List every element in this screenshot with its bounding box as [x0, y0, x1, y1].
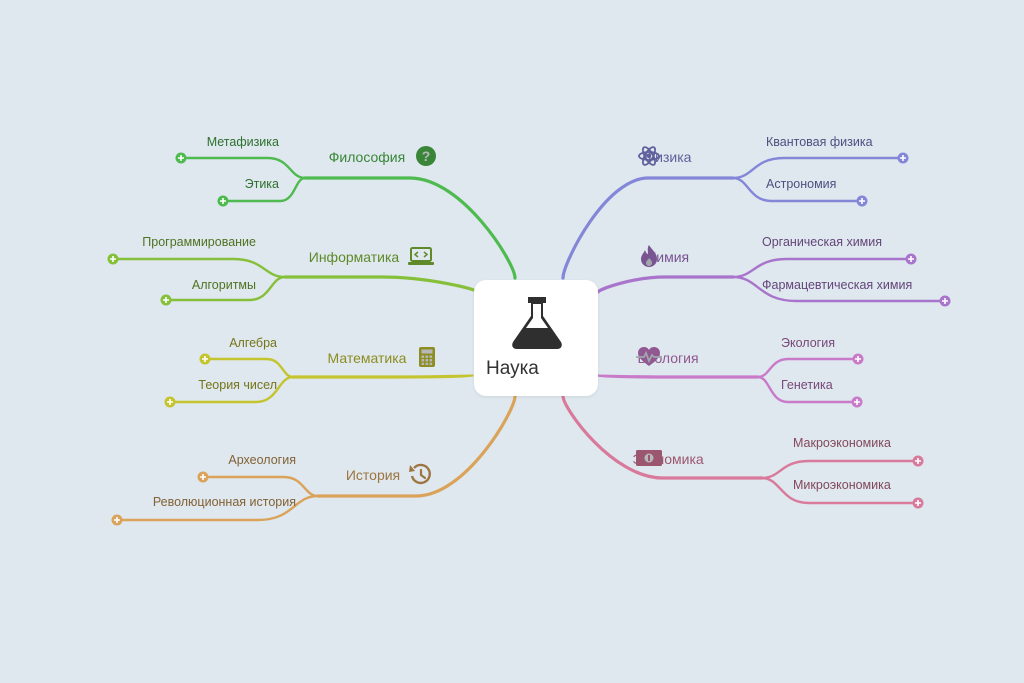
child-connector: [168, 375, 295, 404]
child-label: Органическая химия: [762, 235, 882, 249]
child-label: Фармацевтическая химия: [762, 278, 912, 292]
child-node[interactable]: Генетика: [781, 378, 833, 392]
child-label: Квантовая физика: [766, 135, 873, 149]
expand-plus-icon[interactable]: [912, 497, 924, 509]
child-node[interactable]: Квантовая физика: [766, 135, 873, 149]
child-node[interactable]: Алгебра: [229, 336, 277, 350]
branch-node-philosophy[interactable]: Философия?: [329, 146, 436, 166]
child-label: Программирование: [142, 235, 256, 249]
expand-plus-icon[interactable]: [897, 152, 909, 164]
expand-plus-icon[interactable]: [160, 294, 172, 306]
child-connector: [203, 357, 295, 379]
expand-plus-icon[interactable]: [199, 353, 211, 365]
child-node[interactable]: Астрономия: [766, 177, 836, 191]
heartbeat-icon: [636, 347, 662, 366]
branch-node-math[interactable]: Математика: [328, 347, 435, 367]
child-label: Метафизика: [207, 135, 279, 149]
child-label: Этика: [245, 177, 279, 191]
central-topic-label: Наука: [486, 358, 539, 379]
branch-node-biology[interactable]: Биология: [636, 347, 699, 366]
branch-node-physics[interactable]: Физика: [638, 145, 692, 166]
history-icon: [409, 463, 431, 485]
branch-node-chemistry[interactable]: Химия: [641, 245, 689, 267]
branch-node-economics[interactable]: Экономика: [632, 450, 704, 467]
child-connector: [731, 176, 864, 203]
child-connector: [111, 257, 287, 279]
child-label: Генетика: [781, 378, 833, 392]
branch-connector: [561, 394, 764, 480]
child-label: Алгоритмы: [192, 278, 256, 292]
child-connector: [179, 156, 307, 180]
branch-label-informatics: Информатика: [309, 249, 400, 265]
child-node[interactable]: Макроэкономика: [793, 436, 891, 450]
expand-plus-icon[interactable]: [197, 471, 209, 483]
branch-label-philosophy: Философия: [329, 149, 405, 165]
expand-plus-icon[interactable]: [856, 195, 868, 207]
branch-node-history[interactable]: История: [346, 463, 431, 485]
child-label: Теория чисел: [198, 378, 277, 392]
child-connector: [221, 176, 307, 203]
central-topic-node[interactable]: Наука: [474, 280, 598, 396]
branch-connector: [596, 374, 760, 379]
branch-label-chemistry: Химия: [647, 249, 689, 265]
child-node[interactable]: Алгоритмы: [192, 278, 256, 292]
child-node[interactable]: Микроэкономика: [793, 478, 891, 492]
flask-icon: [512, 297, 562, 349]
child-label: Астрономия: [766, 177, 836, 191]
expand-plus-icon[interactable]: [905, 253, 917, 265]
child-connector: [164, 275, 287, 302]
expand-plus-icon[interactable]: [939, 295, 951, 307]
child-connector: [731, 156, 905, 180]
child-node[interactable]: Этика: [245, 177, 279, 191]
child-node[interactable]: Органическая химия: [762, 235, 882, 249]
child-connector: [756, 357, 860, 379]
child-connector: [115, 494, 320, 522]
expand-plus-icon[interactable]: [164, 396, 176, 408]
laptop-code-icon: [408, 247, 434, 265]
child-connector: [731, 275, 947, 303]
expand-plus-icon[interactable]: [175, 152, 187, 164]
child-label: Алгебра: [229, 336, 277, 350]
branch-connector: [596, 275, 735, 294]
fire-icon: [641, 245, 657, 267]
branch-connector: [303, 176, 517, 280]
branch-connector: [291, 374, 474, 379]
expand-plus-icon[interactable]: [217, 195, 229, 207]
money-bill-icon: [636, 450, 662, 466]
expand-plus-icon[interactable]: [852, 353, 864, 365]
child-connector: [731, 257, 913, 279]
child-label: Экология: [781, 336, 835, 350]
child-label: Революционная история: [153, 495, 296, 509]
child-connector: [201, 475, 320, 498]
branch-connector: [283, 275, 480, 294]
expand-plus-icon[interactable]: [107, 253, 119, 265]
child-node[interactable]: Фармацевтическая химия: [762, 278, 912, 292]
child-connector: [760, 476, 920, 505]
child-node[interactable]: Археология: [228, 453, 296, 467]
branch-connector: [316, 394, 517, 498]
branch-connector: [561, 176, 735, 280]
calculator-icon: [419, 347, 435, 367]
branch-node-informatics[interactable]: Информатика: [309, 247, 434, 265]
expand-plus-icon[interactable]: [912, 455, 924, 467]
expand-plus-icon[interactable]: [851, 396, 863, 408]
child-node[interactable]: Метафизика: [207, 135, 279, 149]
child-label: Археология: [228, 453, 296, 467]
child-node[interactable]: Теория чисел: [198, 378, 277, 392]
child-node[interactable]: Программирование: [142, 235, 256, 249]
atom-icon: [638, 146, 660, 166]
child-node[interactable]: Экология: [781, 336, 835, 350]
expand-plus-icon[interactable]: [111, 514, 123, 526]
branch-label-math: Математика: [328, 350, 407, 366]
child-connector: [760, 459, 920, 480]
question-circle-icon: ?: [416, 146, 436, 166]
branch-label-history: История: [346, 467, 400, 483]
child-connector: [756, 375, 859, 404]
child-label: Макроэкономика: [793, 436, 891, 450]
child-label: Микроэкономика: [793, 478, 891, 492]
child-node[interactable]: Революционная история: [153, 495, 296, 509]
svg-text:?: ?: [422, 148, 431, 164]
